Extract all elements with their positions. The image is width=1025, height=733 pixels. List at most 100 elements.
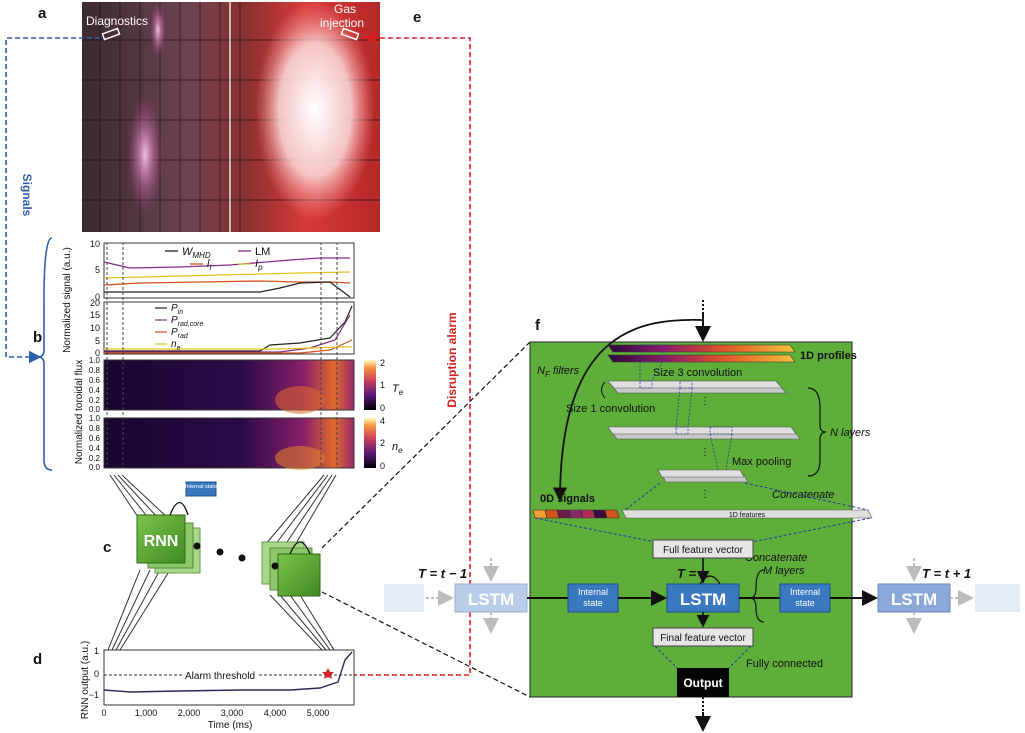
tokamak-photo	[82, 0, 380, 232]
hm1-ytick-02: 0.2	[89, 396, 101, 405]
panel-label-f: f	[535, 317, 541, 334]
te-tick-1: 1	[380, 380, 385, 390]
panel-label-a: a	[38, 5, 47, 22]
hm2-ytick-08: 0.8	[89, 424, 101, 433]
hm1-ytick-0: 0.0	[89, 405, 101, 414]
panel-label-b: b	[33, 329, 42, 346]
ne-tick-4: 4	[380, 416, 385, 426]
plot1-ip-line	[103, 271, 351, 279]
legend-li: li	[207, 258, 211, 272]
plot2-ytick-15: 15	[90, 310, 100, 320]
hm2-ytick-04: 0.4	[89, 444, 101, 453]
internal-state-prev-l1: Internal	[578, 587, 608, 597]
output-label: Output	[683, 676, 722, 690]
full-feature-vector-label: Full feature vector	[663, 545, 744, 556]
plot1-ytick-5: 5	[95, 265, 100, 275]
hm2-ytick-06: 0.6	[89, 434, 101, 443]
pooling-layer	[657, 469, 749, 483]
lstm-faded-right	[975, 584, 1020, 612]
n-layers-label: N layers	[830, 427, 871, 439]
internal-state-prev-l2: state	[583, 598, 603, 608]
rnn-box-late	[277, 553, 321, 597]
lstm-next-label: LSTM	[891, 590, 937, 609]
svg-text:⋮: ⋮	[700, 396, 710, 407]
conv-layer-1	[607, 380, 787, 394]
plot2-ytick-20: 20	[90, 298, 100, 308]
internal-state-label-small: Internal state	[185, 484, 217, 490]
lstm-next	[877, 583, 951, 613]
te-label: Te	[392, 383, 404, 397]
output-xtick-5000: 5,000	[307, 708, 330, 718]
hm2-ytick-1: 1.0	[89, 414, 101, 423]
output-ylabel: RNN output (a.u.)	[80, 641, 91, 719]
plot1-wmhd-line	[104, 281, 351, 298]
legend-prc: Prad,core	[171, 315, 203, 328]
plot2-prad-line	[104, 339, 353, 354]
legend-pin: Pin	[171, 303, 183, 316]
panel-label-c: c	[103, 539, 111, 556]
signals-label: Signals	[20, 174, 34, 217]
zoom-line-bottom	[321, 591, 531, 698]
heatmap-ylabel: Normalized toroidal flux	[74, 360, 85, 465]
signals-brace	[37, 237, 53, 471]
hm2-ytick-0: 0.0	[89, 463, 101, 472]
output-xtick-4000: 4,000	[264, 708, 287, 718]
plot2-ytick-10: 10	[90, 323, 100, 333]
1d-profiles-bars	[607, 354, 796, 363]
rnn-label: RNN	[144, 533, 179, 550]
plot2-ne-line	[104, 346, 352, 350]
conv-layer-2	[607, 426, 801, 440]
legend-wmhd: WMHD	[182, 246, 211, 260]
nf-filters-label: NF filters	[537, 365, 580, 379]
rnn-connections	[107, 474, 337, 651]
rnn-output-line	[103, 651, 353, 693]
svg-text:⋮: ⋮	[700, 489, 710, 500]
lstm-faded-left	[384, 584, 424, 612]
1d-features-bar	[621, 509, 873, 519]
concatenate-label-top: Concatenate	[772, 489, 834, 501]
plot1-lm-line	[103, 257, 350, 269]
plot1-frame	[103, 242, 355, 299]
legend-lm: LM	[255, 246, 270, 258]
max-pooling-label: Max pooling	[732, 456, 791, 468]
hm2-ytick-02: 0.2	[89, 454, 101, 463]
lstm-prev-label: LSTM	[468, 590, 514, 609]
ne-tick-2: 2	[380, 438, 385, 448]
panel-label-d: d	[33, 651, 42, 668]
hm1-ytick-08: 0.8	[89, 366, 101, 375]
svg-text:⋮: ⋮	[700, 447, 710, 458]
t-now-label: T = t	[677, 566, 705, 581]
te-tick-2: 2	[380, 358, 385, 368]
internal-state-next-l2: state	[795, 598, 815, 608]
plot2-ytick-5: 5	[95, 336, 100, 346]
size1-label: Size 1 convolution	[566, 403, 655, 415]
1d-profiles-label: 1D profiles	[800, 350, 857, 362]
0d-signals-label: 0D signals	[540, 493, 595, 505]
internal-state-box-small	[185, 481, 217, 497]
alarm-path	[352, 31, 471, 676]
injection-label: injection	[320, 16, 364, 30]
final-feature-vector-label: Final feature vector	[660, 633, 746, 644]
concatenate-label-bottom: Concatenate	[745, 552, 807, 564]
final-feature-vector	[652, 627, 754, 647]
output-xtick-1000: 1,000	[135, 708, 158, 718]
size3-label: Size 3 convolution	[653, 367, 742, 379]
legend-prad: Prad	[171, 327, 189, 340]
zoom-line-top	[321, 341, 531, 549]
plot1-ytick-10: 10	[90, 239, 100, 249]
plot1-ytick-0: 0	[95, 292, 100, 302]
output-xtick-0: 0	[101, 708, 106, 718]
gas-label: Gas	[334, 2, 356, 16]
alarm-label: Disruption alarm	[445, 312, 459, 407]
output-ytick-1: 1	[94, 646, 99, 656]
output-ytick-m1: −1	[89, 690, 99, 700]
legend-ip: Ip	[255, 258, 263, 272]
ne-colorbar	[364, 418, 376, 468]
m-layers-label: M layers	[763, 565, 805, 577]
plot1-ylabel: Normalized signal (a.u.)	[62, 247, 73, 353]
0d-arrow	[552, 318, 704, 502]
hm1-ytick-04: 0.4	[89, 386, 101, 395]
te-tick-0: 0	[380, 403, 385, 413]
legend-ne: ne	[171, 339, 181, 352]
